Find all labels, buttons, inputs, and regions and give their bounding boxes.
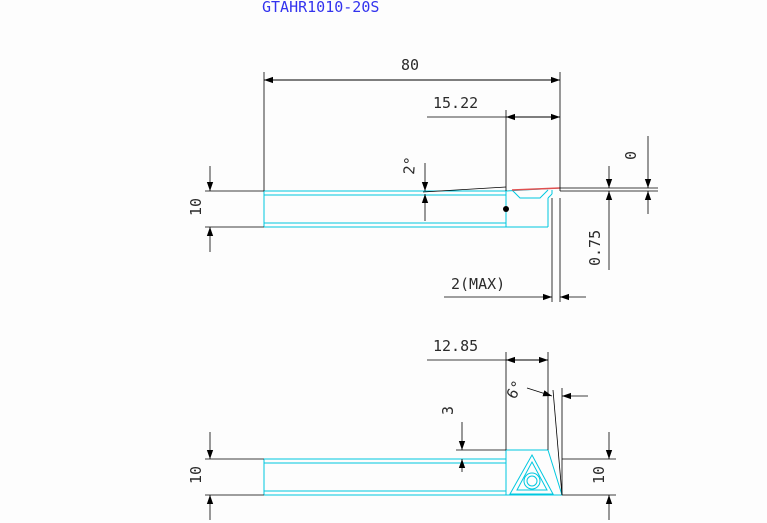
dim-overall-length: 80 xyxy=(401,56,419,74)
dim-shank-width-left: 10 xyxy=(187,466,205,484)
top-shank-outline xyxy=(263,449,563,496)
top-view: 12.85 6° 3 10 10 xyxy=(187,337,616,520)
dim-shank-height: 10 xyxy=(187,198,205,216)
dim-clearance-arrow-left xyxy=(526,387,553,397)
dim-step: 3 xyxy=(439,406,457,415)
dim-max-overhang: 2(MAX) xyxy=(451,275,505,293)
dim-top-head-length: 12.85 xyxy=(433,337,478,355)
insert-cutting-edge xyxy=(511,187,561,191)
clamp-screw-icon xyxy=(503,206,509,212)
dim-top-offset: 0 xyxy=(622,151,640,160)
top-extension-lines xyxy=(205,352,616,496)
dim-shank-width-right: 10 xyxy=(590,466,608,484)
insert-triangle-icon xyxy=(509,453,554,495)
side-shank-outline xyxy=(263,190,506,228)
side-view: 80 15.22 2° 10 0 0.75 2(MAX) xyxy=(187,56,658,302)
drawing-title: GTAHR1010-20S xyxy=(262,0,379,16)
dim-edge-drop: 0.75 xyxy=(586,230,604,266)
dim-head-length: 15.22 xyxy=(433,94,478,112)
dim-rake-angle: 2° xyxy=(400,156,420,176)
side-extension-lines xyxy=(205,72,658,302)
